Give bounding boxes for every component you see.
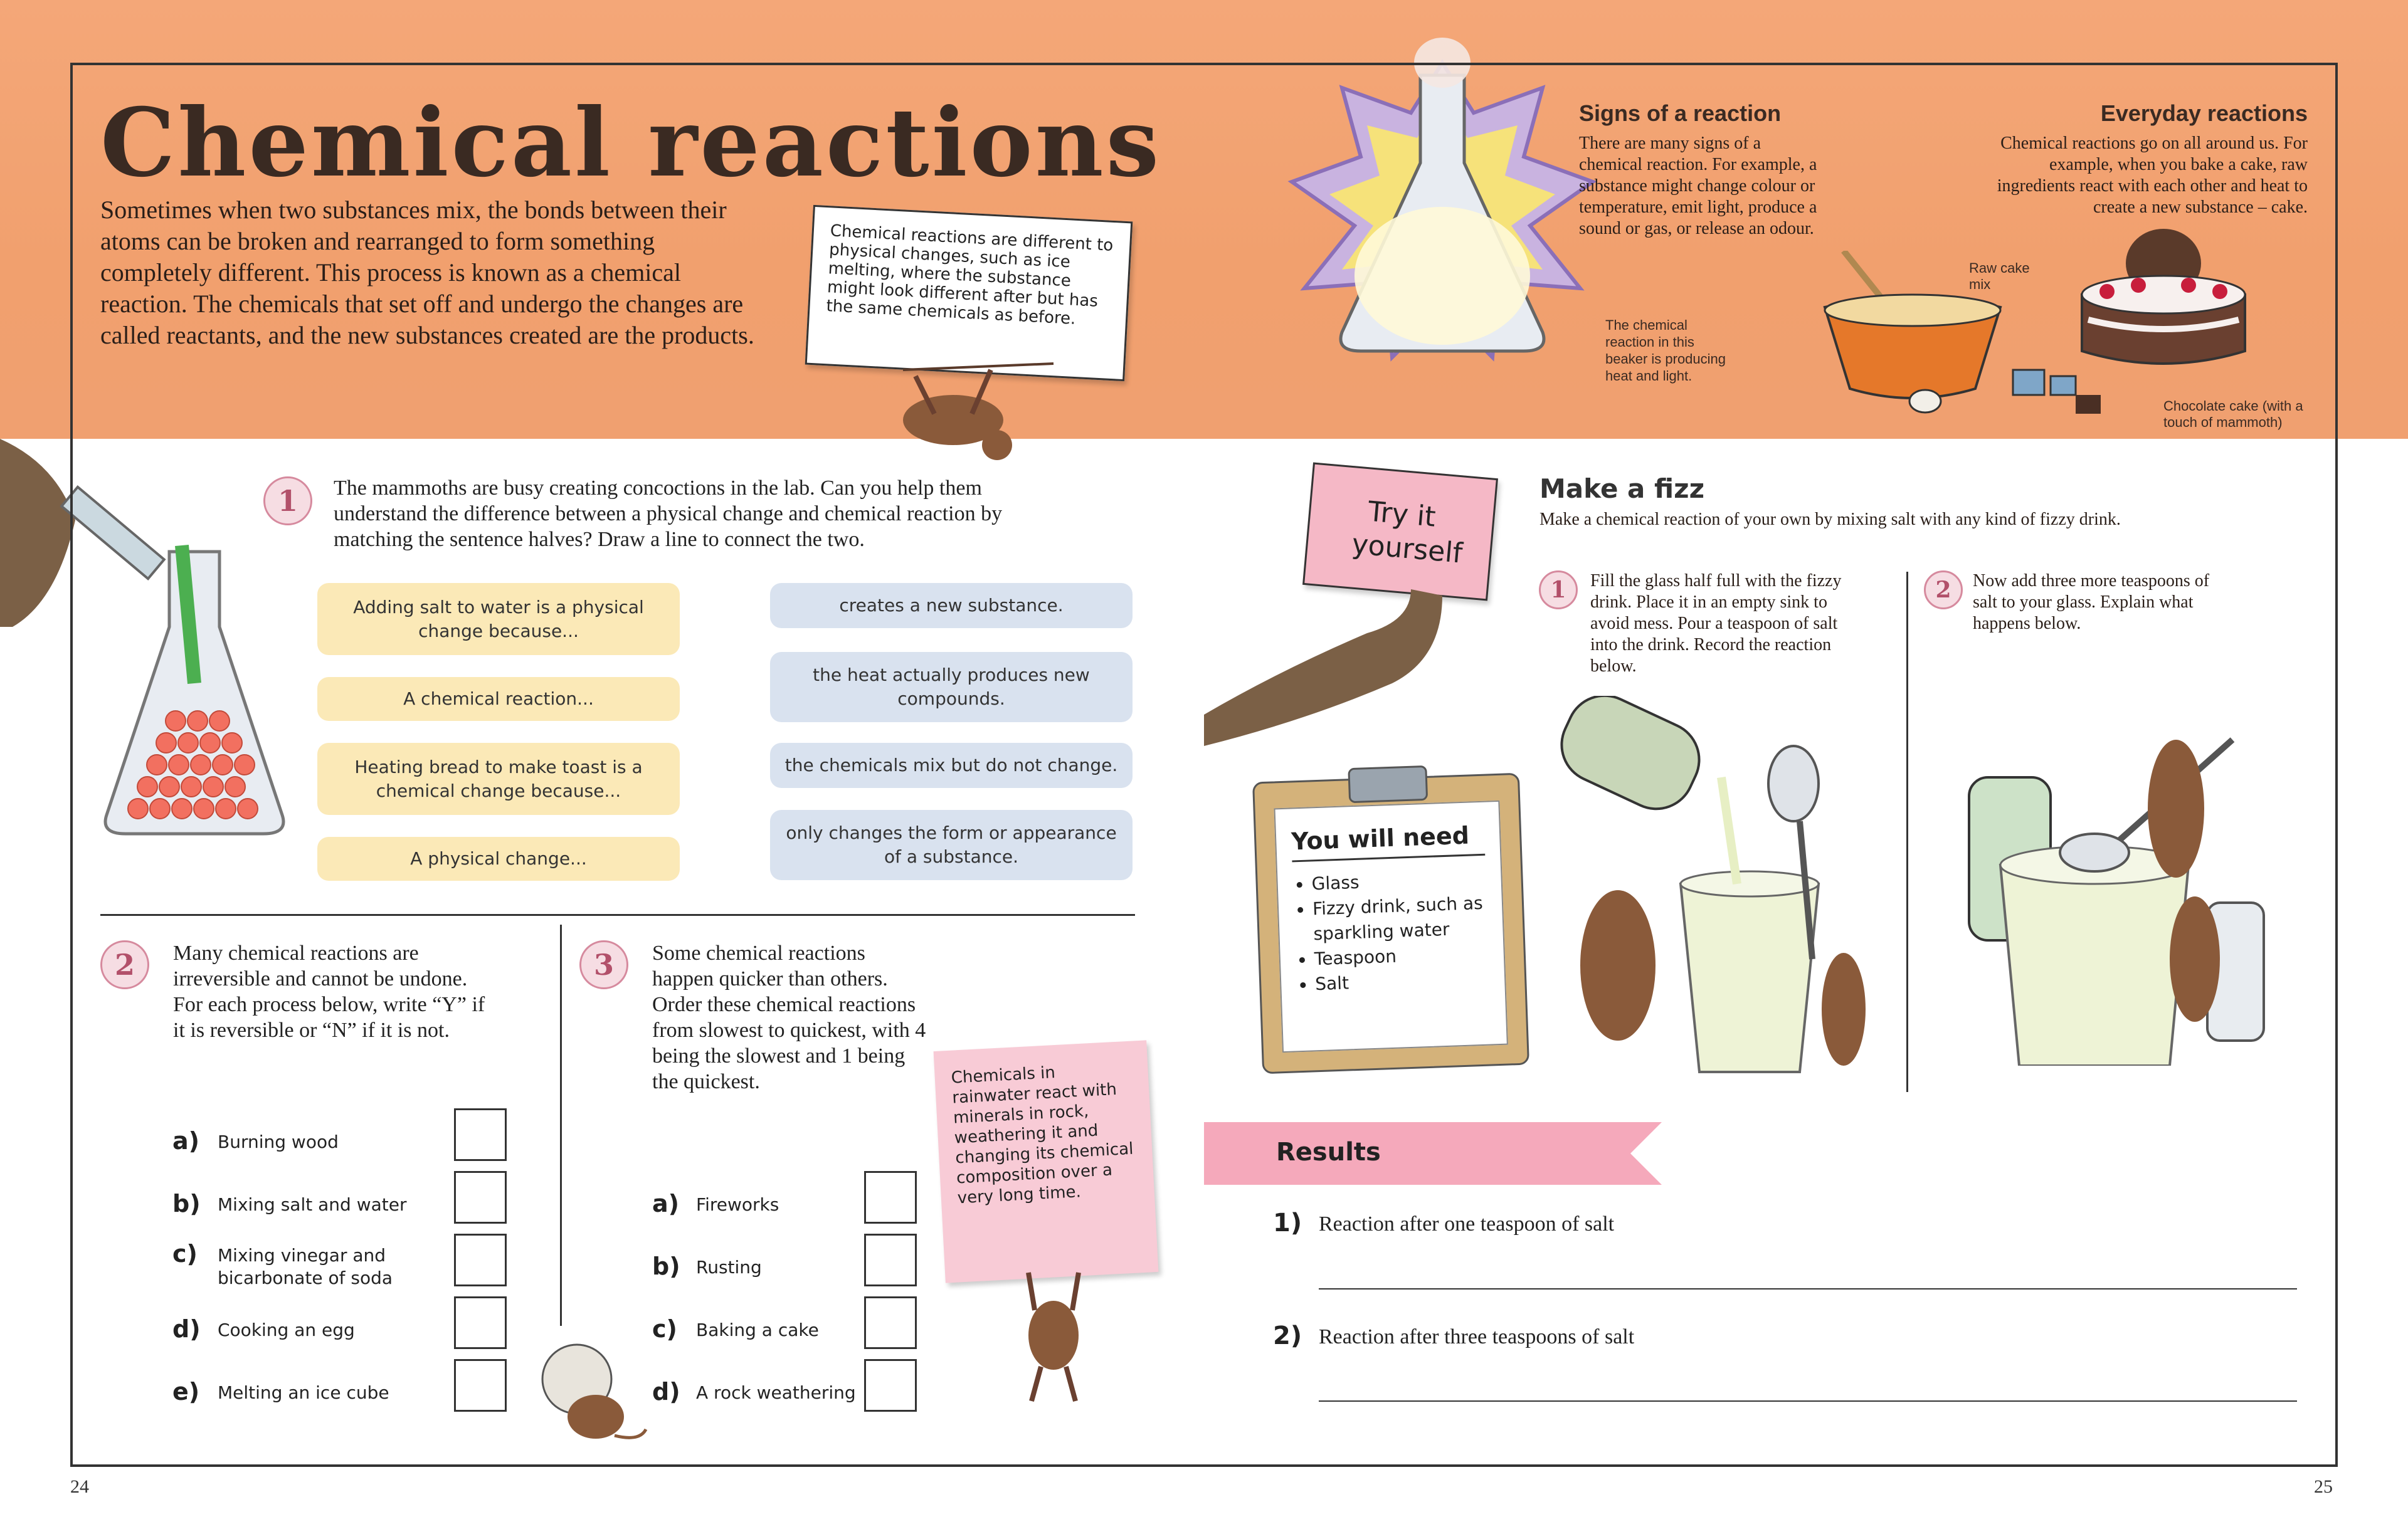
section-divider: [100, 914, 1135, 916]
q3-item-b: Rusting: [696, 1257, 762, 1278]
cake-label: Chocolate cake (with a touch of mammoth): [2163, 398, 2303, 430]
q2-item-b: Mixing salt and water: [218, 1194, 407, 1215]
results-heading: Results: [1276, 1138, 1381, 1167]
question-1-badge: 1: [263, 476, 312, 525]
try-it-yourself-sign: Try it yourself: [1302, 462, 1498, 601]
hanging-mouse-illustration: [902, 362, 1054, 460]
q2-letter-c: c): [172, 1240, 198, 1268]
step-2-badge: 2: [1924, 570, 1963, 609]
result-2-number: 2): [1273, 1321, 1302, 1350]
try-it-yourself-text: Try it yourself: [1350, 495, 1464, 570]
match-left-3[interactable]: Heating bread to make toast is a chemica…: [317, 743, 680, 815]
signs-heading: Signs of a reaction: [1579, 100, 1782, 126]
list-item: Fizzy drink, such as sparkling water: [1312, 891, 1488, 947]
result-1-label: Reaction after one teaspoon of salt: [1319, 1212, 1615, 1236]
q2-answer-box-d[interactable]: [454, 1296, 507, 1349]
question-2-text: Many chemical reactions are irreversible…: [173, 942, 485, 1042]
step-1-badge: 1: [1539, 570, 1578, 609]
q3-answer-box-c[interactable]: [864, 1296, 917, 1349]
chocolate-cake-illustration: [2081, 229, 2246, 365]
q3-letter-b: b): [652, 1253, 680, 1280]
signs-text: There are many signs of a chemical react…: [1579, 134, 1817, 238]
question-2-badge: 2: [100, 940, 149, 989]
you-will-need-list: Glass Fizzy drink, such as sparkling wat…: [1292, 866, 1490, 998]
question-1-text: The mammoths are busy creating concoctio…: [334, 476, 1003, 551]
question-3-text: Some chemical reactions happen quicker t…: [652, 942, 926, 1093]
page-number-left: 24: [70, 1476, 89, 1497]
result-2-line[interactable]: [1319, 1400, 2297, 1402]
q3-letter-a: a): [652, 1190, 680, 1217]
match-left-1[interactable]: Adding salt to water is a physical chang…: [317, 583, 680, 655]
q2-answer-box-e[interactable]: [454, 1359, 507, 1412]
q3-letter-c: c): [652, 1315, 677, 1343]
match-right-3[interactable]: the chemicals mix but do not change.: [770, 743, 1133, 788]
q2-answer-box-c[interactable]: [454, 1234, 507, 1286]
results-ribbon: [1204, 1122, 1662, 1185]
q2-letter-b: b): [172, 1190, 201, 1217]
q2-item-c: Mixing vinegar and bicarbonate of soda: [218, 1245, 393, 1288]
mammoth-trunk-illustration: [1204, 589, 1442, 746]
q2-answer-box-b[interactable]: [454, 1171, 507, 1224]
match-left-4[interactable]: A physical change...: [317, 837, 680, 881]
q2-item-d: Cooking an egg: [218, 1320, 355, 1340]
measuring-cups-illustration: [2012, 369, 2101, 414]
q2-letter-d: d): [172, 1315, 201, 1343]
question-3-badge: 3: [579, 940, 628, 989]
mouse-holding-sign-illustration: [1026, 1272, 1081, 1402]
step-divider: [1906, 572, 1908, 1092]
match-right-4[interactable]: only changes the form or appearance of a…: [770, 810, 1133, 880]
q3-answer-box-d[interactable]: [864, 1359, 917, 1412]
clipboard-paper: You will need Glass Fizzy drink, such as…: [1274, 800, 1508, 1053]
adding-salt-illustration: [1968, 737, 2265, 1066]
q3-item-a: Fireworks: [696, 1194, 779, 1215]
step-2-text: Now add three more teaspoons of salt to …: [1973, 571, 2210, 633]
q3-item-c: Baking a cake: [696, 1320, 819, 1340]
beaker-caption: The chemical reaction in this beaker is …: [1605, 317, 1726, 384]
q3-answer-box-a[interactable]: [864, 1171, 917, 1224]
glowing-flask-illustration: [1287, 38, 1597, 362]
result-1-line[interactable]: [1319, 1288, 2297, 1290]
page-title: Chemical reactions: [100, 88, 1162, 198]
match-left-2[interactable]: A chemical reaction...: [317, 677, 680, 721]
q3-answer-box-b[interactable]: [864, 1234, 917, 1286]
physical-change-note-text: Chemical reactions are different to phys…: [825, 221, 1114, 328]
q2-item-e: Melting an ice cube: [218, 1382, 389, 1403]
q2-item-a: Burning wood: [218, 1132, 339, 1152]
pouring-drink-illustration: [1560, 696, 1866, 1073]
list-item: Salt: [1315, 966, 1490, 997]
q2-answer-box-a[interactable]: [454, 1108, 507, 1161]
make-a-fizz-heading: Make a fizz: [1539, 473, 1705, 504]
clipboard-clip: [1348, 765, 1428, 804]
weathering-note: Chemicals in rainwater react with minera…: [933, 1040, 1159, 1283]
step-1-text: Fill the glass half full with the fizzy …: [1590, 571, 1842, 676]
column-divider: [560, 925, 562, 1326]
clipboard: You will need Glass Fizzy drink, such as…: [1252, 765, 1530, 1074]
result-2-label: Reaction after three teaspoons of salt: [1319, 1325, 1635, 1348]
q3-item-d: A rock weathering: [696, 1382, 856, 1403]
q2-letter-a: a): [172, 1127, 200, 1155]
weathering-note-text: Chemicals in rainwater react with minera…: [951, 1063, 1134, 1208]
header-band: [0, 0, 2408, 439]
mixing-bowl-illustration: [1823, 251, 2002, 414]
q2-letter-e: e): [172, 1378, 200, 1405]
make-a-fizz-intro: Make a chemical reaction of your own by …: [1539, 510, 2121, 529]
page-number-right: 25: [2314, 1476, 2333, 1497]
match-right-1[interactable]: creates a new substance.: [770, 583, 1133, 628]
intro-paragraph: Sometimes when two substances mix, the b…: [100, 196, 754, 349]
raw-mix-label: Raw cake mix: [1969, 260, 2030, 292]
match-right-2[interactable]: the heat actually produces new compounds…: [770, 652, 1133, 722]
everyday-text: Chemical reactions go on all around us. …: [1997, 134, 2308, 217]
everyday-heading: Everyday reactions: [2100, 100, 2308, 126]
lab-flask-illustration: [0, 439, 285, 836]
result-1-number: 1): [1273, 1209, 1302, 1237]
you-will-need-heading: You will need: [1291, 821, 1486, 863]
mouse-with-ball-illustration: [541, 1343, 648, 1439]
q3-letter-d: d): [652, 1378, 680, 1405]
